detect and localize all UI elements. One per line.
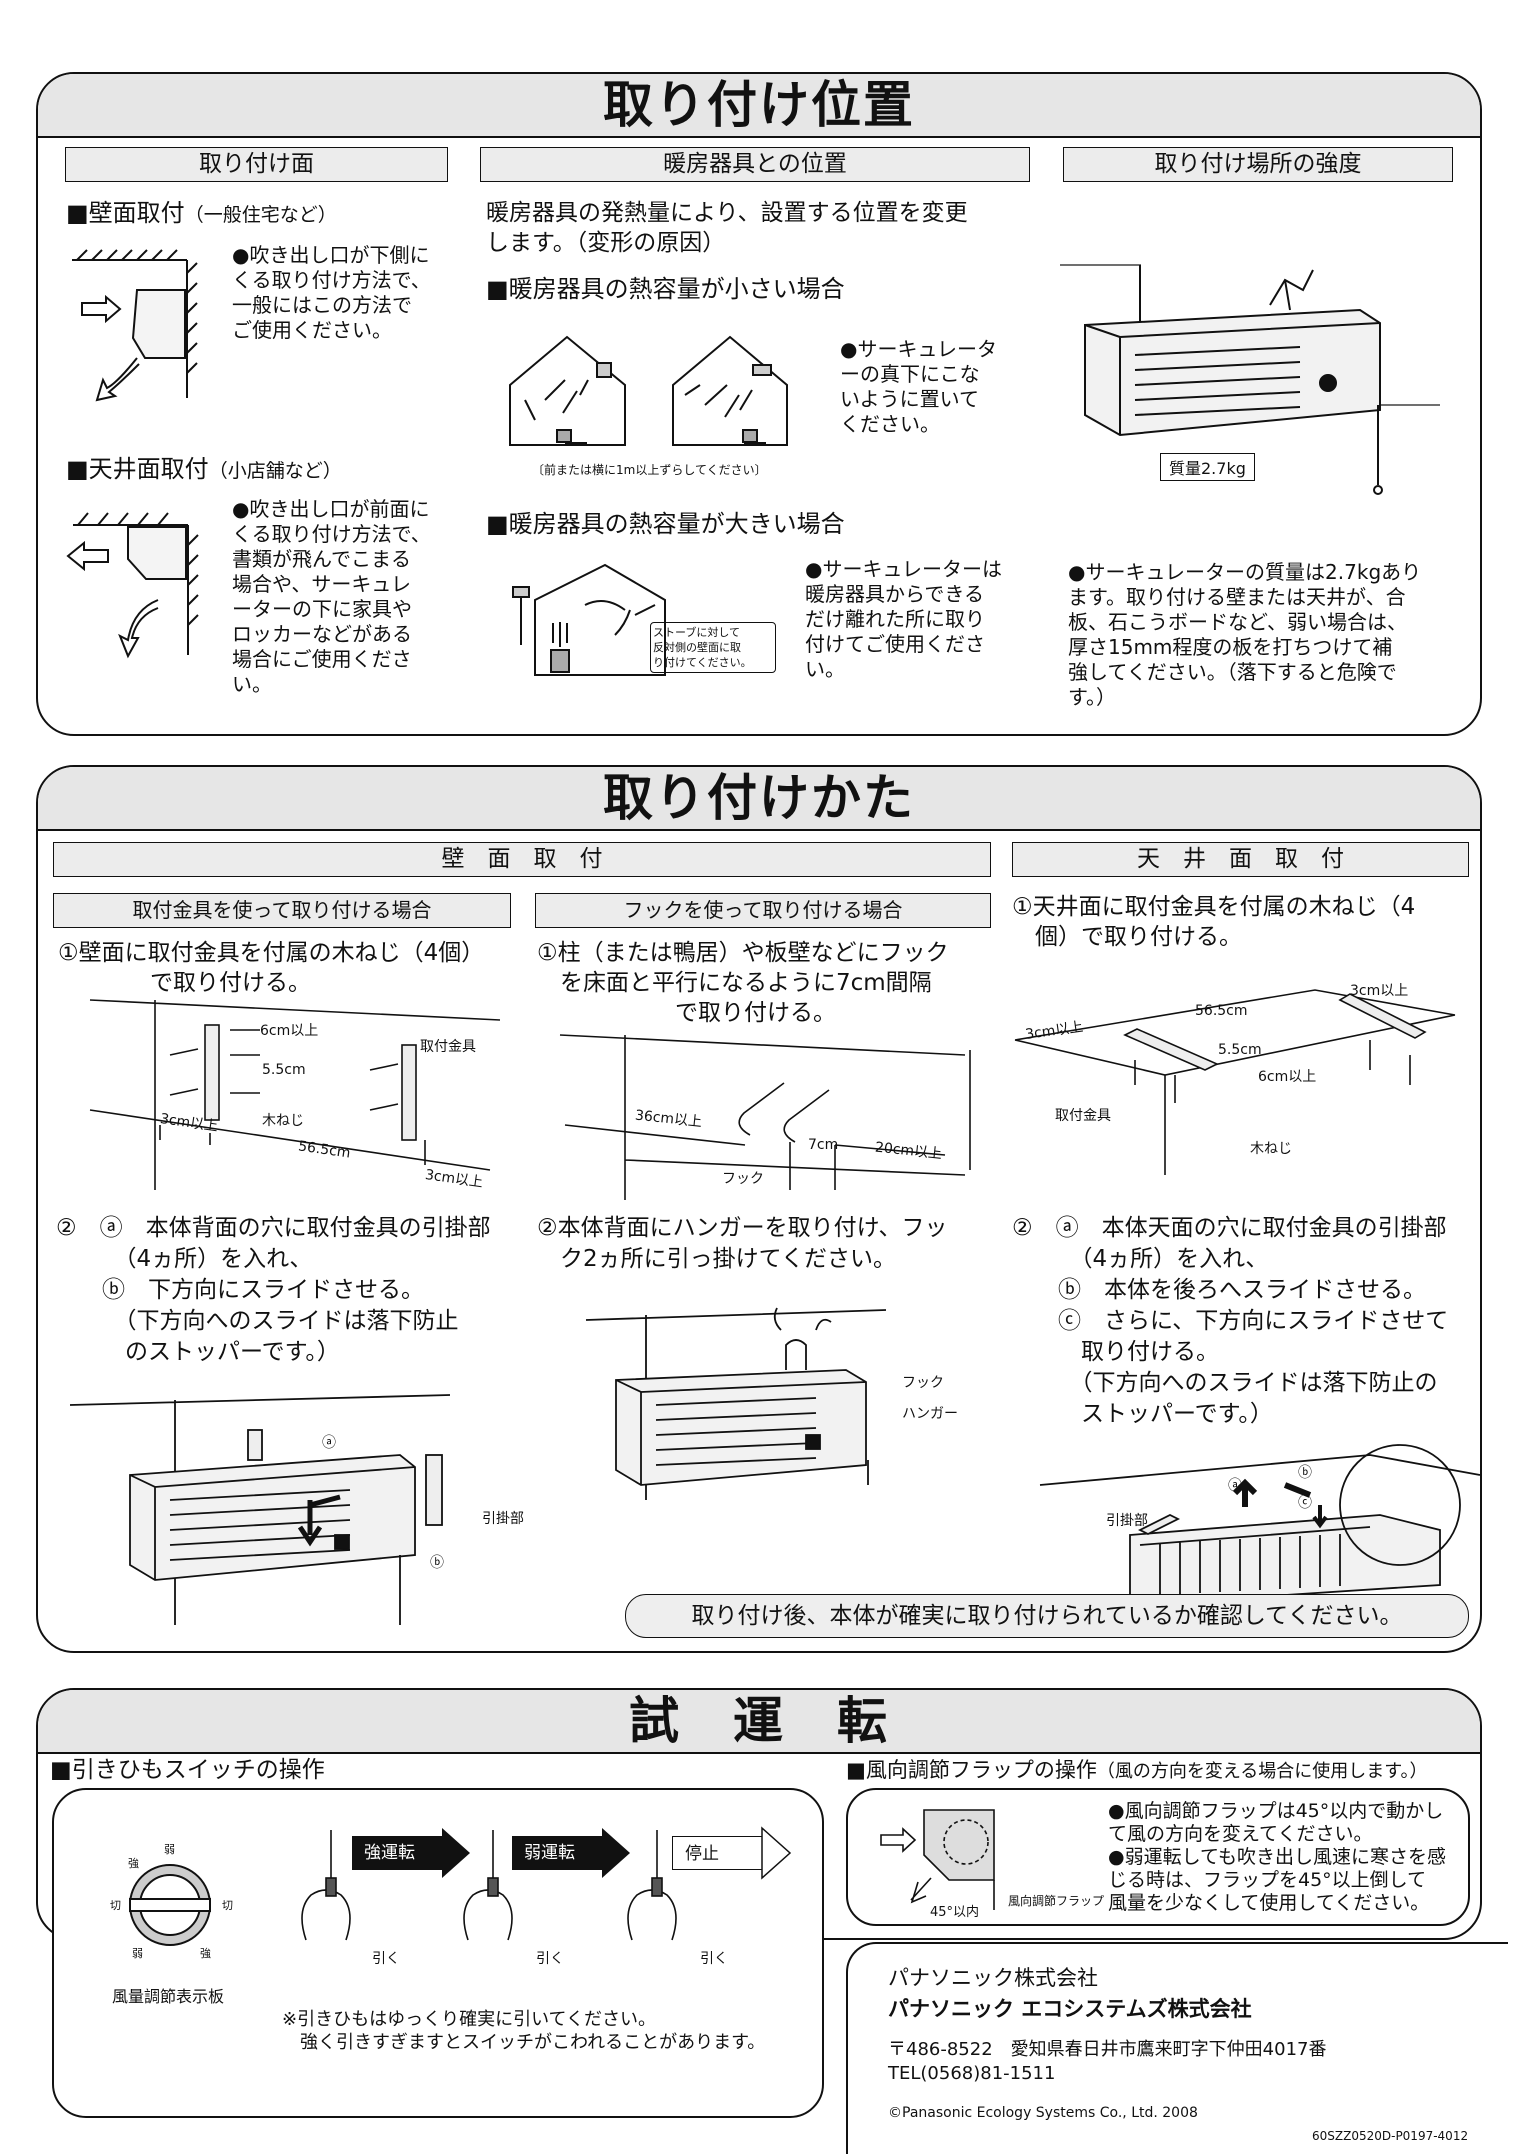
label-6cm: 6cm以上: [260, 1023, 319, 1039]
company-tel: TEL(0568)81-1511: [888, 2063, 1056, 2084]
flap-box: [846, 1788, 1470, 1926]
pull-label-2: 引く: [536, 1951, 564, 1967]
label-bracket: 取付金具: [420, 1039, 476, 1055]
label-bracket-ceiling: 取付金具: [1055, 1108, 1111, 1124]
bracket-unit-illustration: [69, 1394, 451, 1625]
wall-mount-heading: ■壁面取付（一般住宅など）: [66, 199, 337, 227]
small-heater-illustration: [509, 335, 788, 446]
label-hook-unit: フック: [902, 1375, 944, 1391]
label-7cm: 7cm: [808, 1137, 839, 1153]
heater-intro: 暖房器具の発熱量により、設置する位置を変更 します。（変形の原因）: [486, 200, 968, 256]
pull-switch-heading: ■引きひもスイッチの操作: [50, 1757, 325, 1783]
label-b-ceiling: ⓑ: [1298, 1465, 1312, 1481]
flap-heading: ■風向調節フラップの操作（風の方向を変える場合に使用します。）: [846, 1758, 1428, 1782]
ceiling-step1: ①天井面に取付金具を付属の木ねじ（4 個）で取り付ける。: [1012, 894, 1416, 950]
label-3cm-ceiling-right: 3cm以上: [1350, 983, 1409, 999]
doc-code: 60SZZ0520D-P0197-4012: [1312, 2129, 1469, 2143]
label-screw-ceiling: 木ねじ: [1250, 1141, 1292, 1157]
dial-label: 風量調節表示板: [112, 1987, 225, 2006]
hook-step2: ②本体背面にハンガーを取り付け、フッ ク2ヵ所に引っ掛けてください。: [537, 1215, 948, 1272]
company-name-1: パナソニック株式会社: [888, 1966, 1098, 1990]
bracket-step2: ② ⓐ 本体背面の穴に取付金具の引掛部 （4ヵ所）を入れ、 ⓑ 下方向にスライド…: [56, 1215, 491, 1365]
ceiling-mount-text: ●吹き出し口が前面に くる取り付け方法で、 書類が飛んでこまる 場合や、サーキュ…: [232, 497, 431, 696]
flap-angle-label: 45°以内: [930, 1905, 980, 1920]
section-install-method: 取り付けかた: [36, 765, 1482, 1653]
section-title: 取り付け位置: [38, 74, 1480, 138]
dial-mark: 弱: [132, 1947, 143, 1960]
small-heater-heading: ■暖房器具の熱容量が小さい場合: [486, 275, 845, 303]
flap-illustration: [880, 1809, 995, 1910]
wall-mount-illustration: [72, 249, 198, 402]
ceiling-mount-header: 天 井 面 取 付: [1012, 842, 1469, 877]
label-6cm-ceiling: 6cm以上: [1258, 1069, 1317, 1085]
wall-mount-text: ●吹き出し口が下側に くる取り付け方法で、 一般にはこの方法で ご使用ください。: [232, 243, 431, 342]
pull-note: ※引きひもはゆっくり確実に引いてください。 強く引きすぎますとスイッチがこわれる…: [282, 2009, 766, 2053]
label-5-5cm: 5.5cm: [262, 1062, 306, 1078]
flap-text-1: ●風向調節フラップは45°以内で動かし て風の方向を変えてください。: [1108, 1800, 1444, 1845]
arrow-head-strong: [442, 1828, 470, 1878]
col-header-mount-surface: 取り付け面: [65, 147, 448, 182]
company-name-2: パナソニック エコシステムズ株式会社: [888, 1997, 1252, 2021]
pull-label-1: 引く: [372, 1951, 400, 1967]
section-title: 試 運 転: [38, 1690, 1480, 1754]
pull-label-3: 引く: [700, 1951, 728, 1967]
arrow-head-weak: [602, 1828, 630, 1878]
small-heater-caption: 〔前または横に1m以上ずらしてください〕: [532, 463, 767, 477]
hand-pull-3: [627, 1830, 677, 1941]
bracket-wall-diagram: [89, 999, 501, 1190]
section-install-position: 取り付け位置: [36, 72, 1482, 736]
dial-mark: 強: [128, 1857, 139, 1870]
dial-mark: 強: [200, 1947, 211, 1960]
ceiling-unit-illustration: [1039, 1444, 1481, 1606]
hand-pull-2: [463, 1830, 513, 1941]
label-a-bracket: ⓐ: [322, 1435, 336, 1451]
bracket-mount-subheader: 取付金具を使って取り付ける場合: [53, 893, 511, 928]
step-weak: 弱運転: [512, 1836, 604, 1870]
confirm-banner: 取り付け後、本体が確実に取り付けられているか確認してください。: [625, 1594, 1469, 1638]
label-hook: フック: [722, 1171, 764, 1187]
dial-mark: 切: [110, 1899, 121, 1912]
hook-wall-diagram: [559, 1034, 971, 1200]
label-hanger: ハンガー: [902, 1406, 958, 1422]
ceiling-mount-heading: ■天井面取付（小店舗など）: [66, 455, 342, 483]
dial-mark: 弱: [164, 1843, 175, 1856]
large-heater-illustration: [512, 563, 666, 676]
step-strong: 強運転: [352, 1836, 444, 1870]
col-header-strength: 取り付け場所の強度: [1063, 147, 1453, 182]
bracket-step1: ①壁面に取付金具を付属の木ねじ（4個） で取り付ける。: [58, 940, 485, 996]
label-56-5cm-ceiling: 56.5cm: [1195, 1003, 1248, 1019]
large-heater-heading: ■暖房器具の熱容量が大きい場合: [486, 510, 845, 538]
ceiling-mount-illustration: [66, 512, 199, 659]
hook-mount-subheader: フックを使って取り付ける場合: [535, 893, 991, 928]
arrow-head-stop: [761, 1826, 792, 1880]
strength-text: ●サーキュレーターの質量は2.7kgあり ます。取り付ける壁または天井が、合 板…: [1068, 560, 1422, 709]
label-b-bracket: ⓑ: [430, 1555, 444, 1571]
section-title: 取り付けかた: [38, 767, 1480, 831]
label-c-ceiling: ⓒ: [1298, 1495, 1312, 1511]
label-hook-part-ceiling: 引掛部: [1106, 1513, 1148, 1529]
circulator-wall-illustration: [1060, 264, 1440, 495]
hook-step1: ①柱（または鴨居）や板壁などにフック を床面と平行になるように7cm間隔 で取り…: [537, 940, 949, 1026]
company-box: [846, 1942, 1508, 2154]
label-screw: 木ねじ: [262, 1113, 304, 1129]
company-address: 〒486-8522 愛知県春日井市鷹来町字下仲田4017番: [888, 2039, 1327, 2060]
large-heater-text: ●サーキュレーターは 暖房器具からできる だけ離れた所に取り 付けてご使用くださ…: [805, 557, 1003, 681]
label-5-5cm-ceiling: 5.5cm: [1218, 1042, 1262, 1058]
dial-illustration: 弱 切 強 切 弱 強: [110, 1843, 233, 1960]
flap-text-2: ●弱運転しても吹き出し風速に寒さを感 じる時は、フラップを45°以上倒して 風量…: [1108, 1846, 1447, 1914]
wall-mount-header: 壁 面 取 付: [53, 842, 991, 877]
ceiling-bracket-diagram: [1014, 989, 1456, 1175]
label-hook-part-bracket: 引掛部: [482, 1511, 524, 1527]
hand-pull-1: [301, 1830, 351, 1941]
col-header-heater-position: 暖房器具との位置: [480, 147, 1030, 182]
hook-unit-illustration: [585, 1307, 887, 1500]
dial-mark: 切: [222, 1899, 233, 1912]
ceiling-step2: ② ⓐ 本体天面の穴に取付金具の引掛部 （4ヵ所）を入れ、 ⓑ 本体を後ろへスラ…: [1012, 1215, 1449, 1427]
weight-label: 質量2.7kg: [1160, 453, 1255, 481]
flap-label: 風向調節フラップ: [1008, 1894, 1105, 1908]
label-a-ceiling: ⓐ: [1228, 1478, 1242, 1494]
small-heater-text: ●サーキュレータ ーの真下にこな いように置いて ください。: [840, 337, 998, 436]
large-heater-caption: ストーブに対して 反対側の壁面に取 り付けてください。: [650, 622, 776, 673]
copyright: ©Panasonic Ecology Systems Co., Ltd. 200…: [888, 2105, 1198, 2121]
